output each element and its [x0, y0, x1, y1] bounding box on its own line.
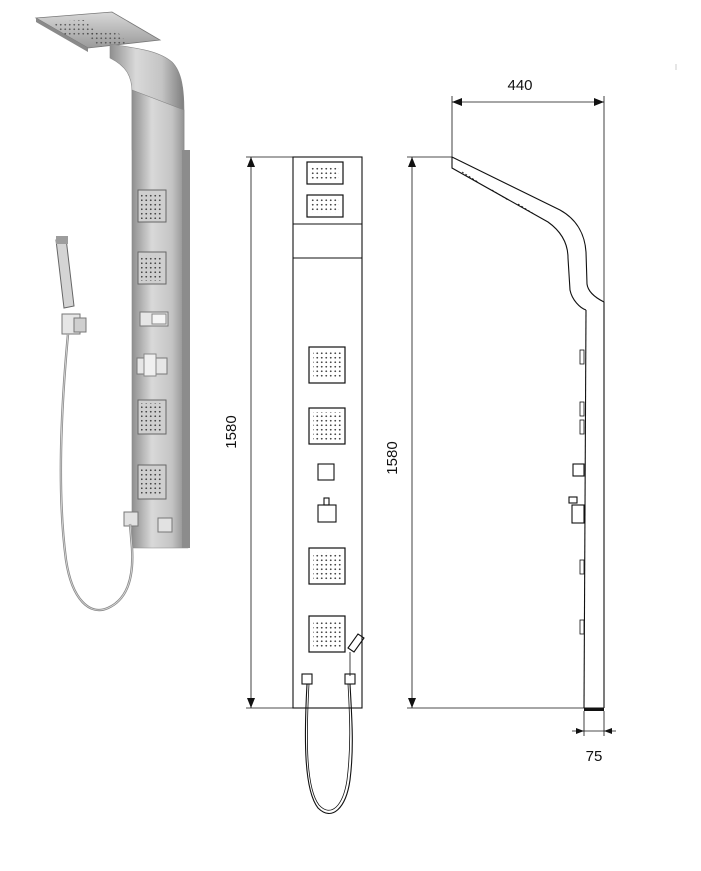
side-mixer	[568, 496, 585, 524]
diverter-square	[317, 463, 335, 481]
body-jet	[137, 464, 167, 500]
front-height-label: 1580	[223, 415, 240, 448]
hose-outlet	[157, 517, 173, 533]
front-jet	[308, 547, 346, 585]
panel-depth-label: 75	[586, 748, 603, 765]
side-height-label: 1580	[384, 441, 401, 474]
hand-shower	[55, 236, 87, 335]
front-height-dimension: 1580	[223, 156, 293, 709]
rain-nozzle-grid	[86, 30, 128, 47]
front-elevation: 1580	[223, 156, 365, 814]
side-head-arm	[451, 156, 605, 303]
diverter-knob	[139, 311, 169, 327]
side-elevation: 1580 440 75	[384, 77, 616, 765]
head-projection-dimension: 440	[451, 77, 605, 302]
front-jet	[308, 407, 346, 445]
mixer-square	[317, 497, 337, 523]
front-panel-outline	[292, 156, 363, 709]
side-jet	[579, 419, 585, 435]
side-height-dimension: 1580	[384, 156, 584, 709]
shower-hose	[59, 333, 134, 612]
front-outlet	[301, 673, 313, 685]
body-jet	[137, 251, 167, 285]
side-jet	[579, 619, 585, 635]
front-jet	[308, 615, 346, 653]
side-jet	[579, 349, 585, 365]
body-jet	[137, 399, 167, 435]
side-jet	[579, 559, 585, 575]
rain-strip	[306, 161, 344, 185]
side-head-nozzles	[461, 171, 535, 215]
side-jet	[579, 401, 585, 417]
side-diverter	[572, 463, 585, 477]
rain-strip	[306, 194, 344, 218]
front-hose	[304, 683, 353, 814]
hose-outlet	[123, 511, 139, 527]
head-projection-label: 440	[507, 77, 532, 94]
mixer-lever	[136, 353, 168, 377]
rain-nozzle-grid	[52, 20, 98, 37]
shower-panel-photo	[34, 11, 190, 612]
front-jet	[308, 346, 346, 384]
panel-depth-dimension: 75	[572, 711, 616, 765]
body-jet	[137, 189, 167, 223]
front-hand-shower	[347, 633, 365, 676]
